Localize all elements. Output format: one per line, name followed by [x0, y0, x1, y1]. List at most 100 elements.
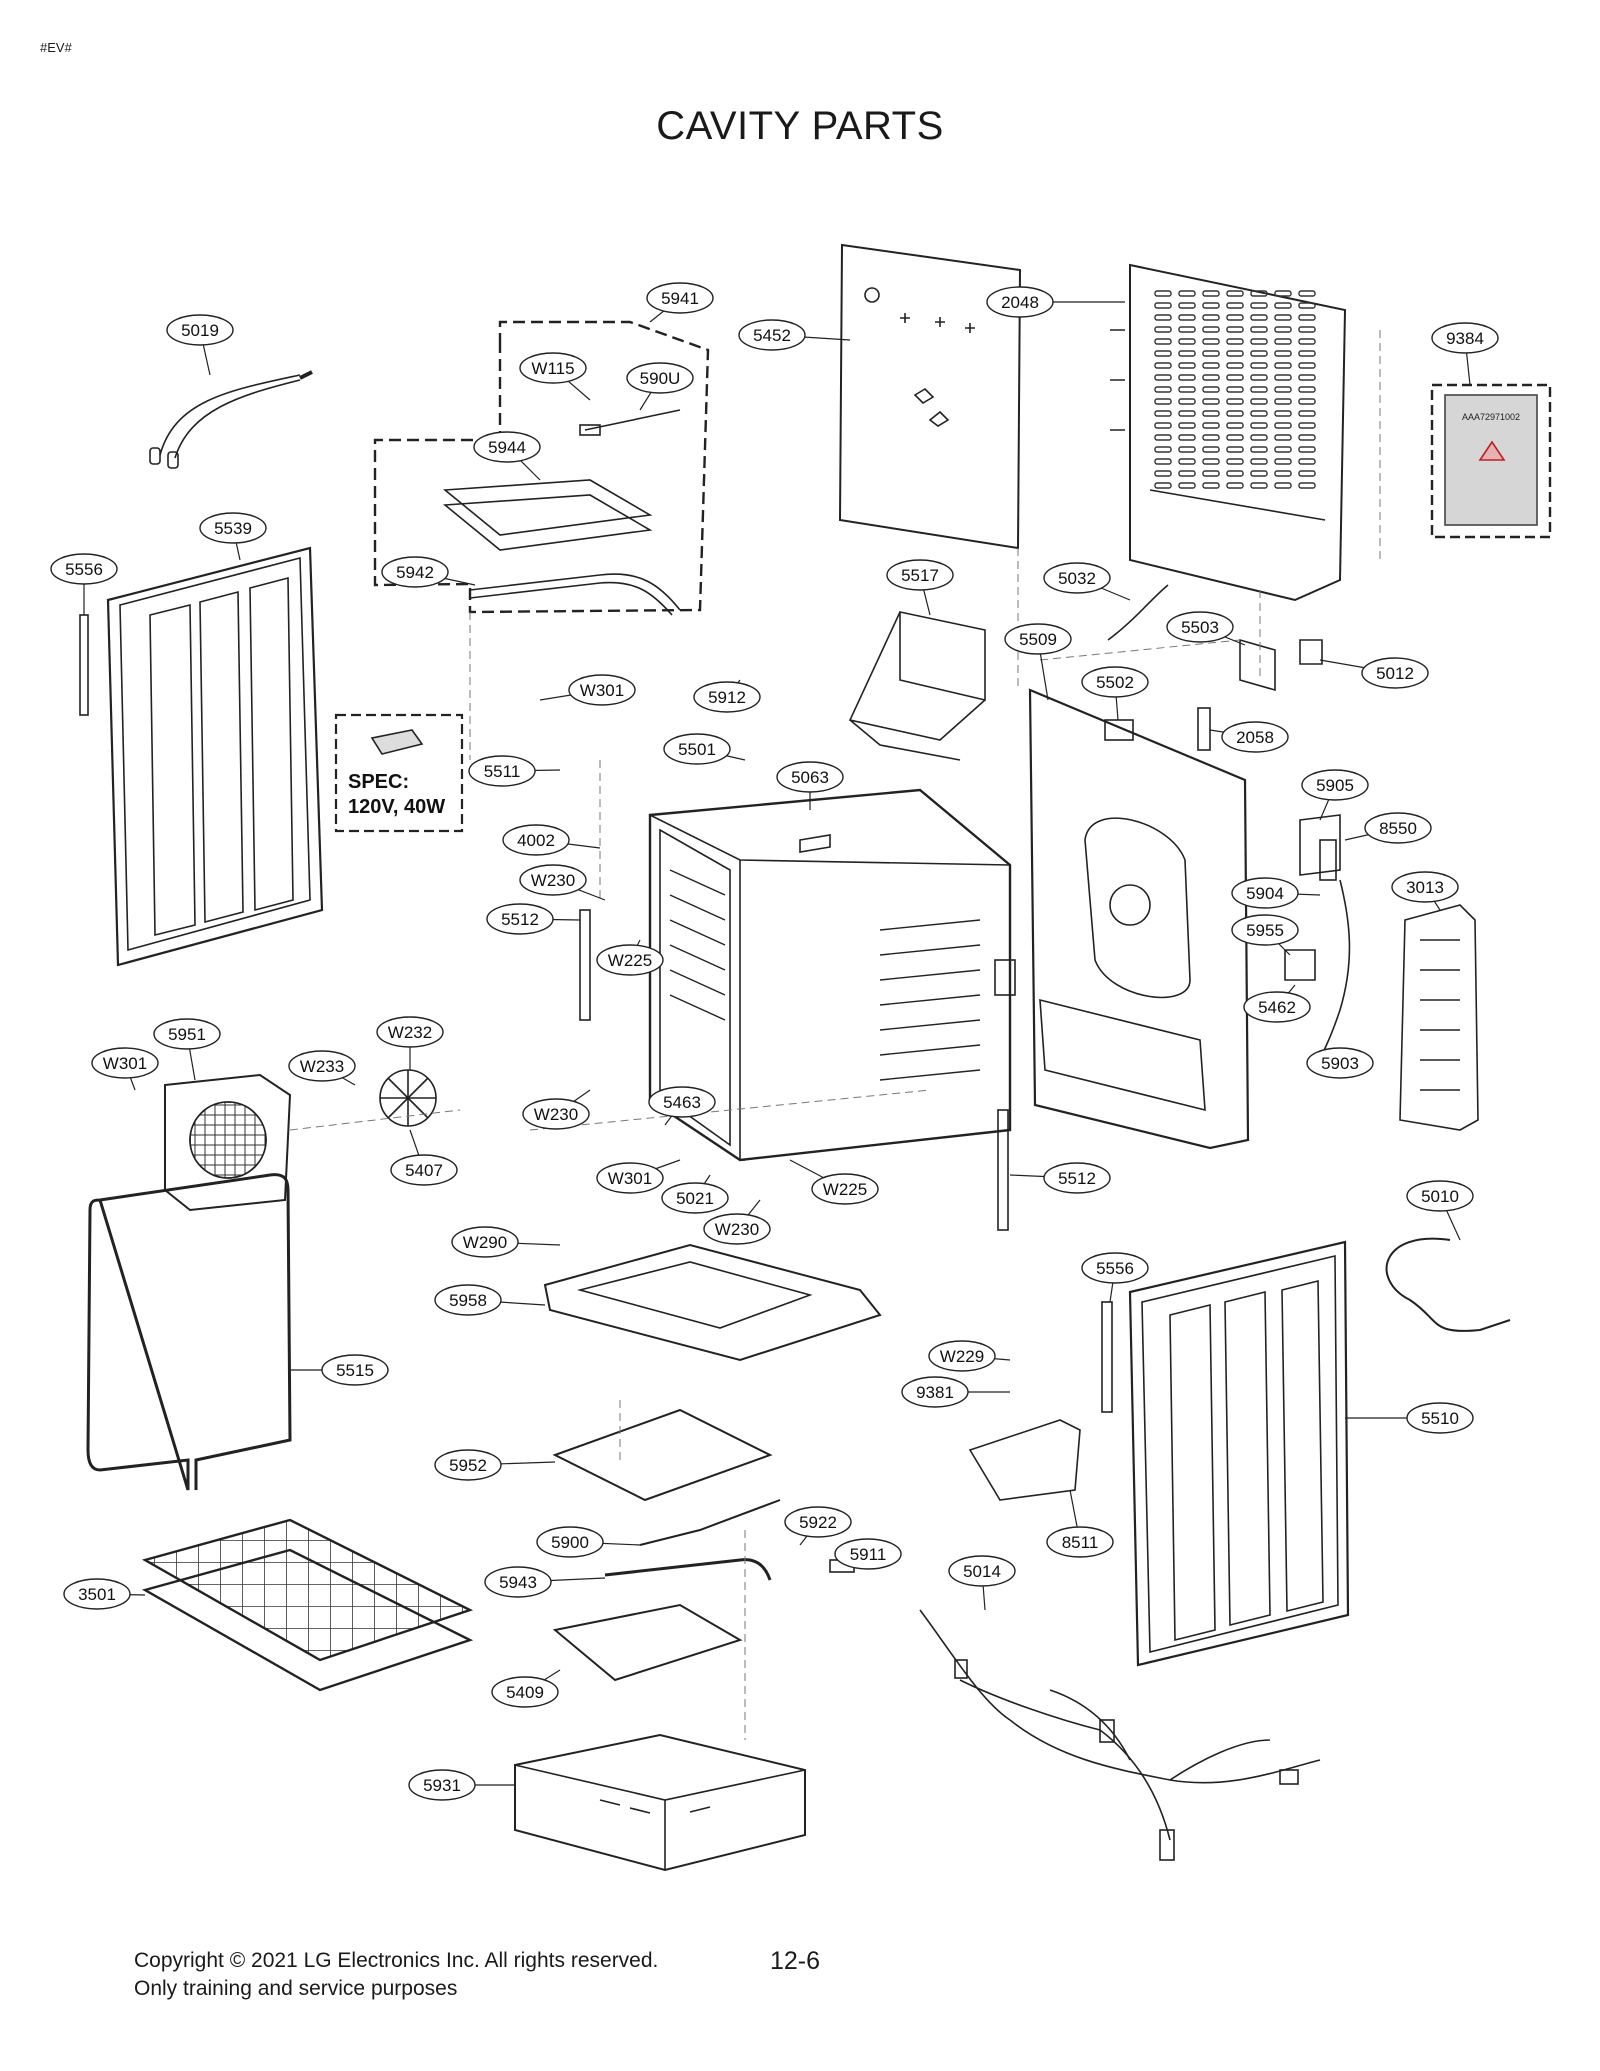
callout-bubble	[321, 1354, 389, 1386]
callout-w230: W230	[519, 864, 606, 901]
bake-element-5515	[86, 1173, 292, 1491]
spec-box-outline	[334, 713, 464, 833]
rear-cover-2048-part	[1110, 263, 1347, 602]
callout-5941: 5941	[646, 282, 714, 323]
assembly-guide-lines	[289, 330, 1381, 1740]
callout-bubble	[451, 1226, 519, 1258]
callout-bubble	[784, 1506, 852, 1538]
callout-label: 5517	[901, 566, 939, 585]
spec-line-2: 120V, 40W	[348, 796, 445, 818]
sensor-block	[579, 424, 601, 436]
burner-5943	[604, 1558, 772, 1581]
callout-bubble	[1221, 721, 1289, 753]
callout-2048: 2048	[986, 286, 1125, 318]
callout-5409: 5409	[491, 1669, 561, 1708]
callout-2058: 2058	[1209, 721, 1289, 753]
callout-bubble	[381, 556, 449, 588]
callout-label: 5922	[799, 1513, 837, 1532]
callout-bubble	[596, 1162, 664, 1194]
callout-bubble	[434, 1449, 502, 1481]
callout-label: 5958	[449, 1291, 487, 1310]
callout-label: 5032	[1058, 569, 1096, 588]
shield-5952	[552, 1408, 773, 1502]
duct-5517-part	[848, 611, 986, 761]
callout-label: 5556	[65, 560, 103, 579]
tray-5958	[543, 1243, 882, 1362]
rail-5512-left	[579, 909, 591, 1021]
wire-5032	[1107, 584, 1169, 641]
callout-label: 5010	[1421, 1187, 1459, 1206]
callout-label: 5900	[551, 1533, 589, 1552]
footer-copyright: Copyright © 2021 LG Electronics Inc. All…	[134, 1949, 659, 1972]
callout-label: 5012	[1376, 664, 1414, 683]
callout-bubble	[901, 1376, 969, 1408]
callout-5503: 5503	[1166, 611, 1246, 646]
callout-9381: 9381	[901, 1376, 1010, 1408]
callout-label: W230	[534, 1105, 578, 1124]
callout-label: 5014	[963, 1562, 1001, 1581]
callout-5407: 5407	[390, 1129, 458, 1186]
callout-label: 5912	[708, 688, 746, 707]
spec-line-1: SPEC:	[348, 771, 409, 793]
callout-bubble	[199, 512, 267, 544]
callout-bubble	[886, 559, 954, 591]
callout-5032: 5032	[1043, 562, 1131, 601]
page-title: CAVITY PARTS	[656, 104, 944, 148]
bracket-8511	[968, 1419, 1081, 1501]
callout-label: 5019	[181, 321, 219, 340]
callout-bubble	[1243, 991, 1311, 1023]
callout-label: 590U	[640, 369, 681, 388]
callout-bubble	[536, 1526, 604, 1558]
callout-label: 5452	[753, 326, 791, 345]
switch-5012	[1299, 639, 1323, 665]
callout-5556: 5556	[1081, 1252, 1149, 1303]
callout-bubble	[948, 1555, 1016, 1587]
callout-5539: 5539	[199, 512, 267, 561]
callout-5014: 5014	[948, 1555, 1016, 1611]
callout-8550: 8550	[1344, 812, 1432, 844]
callout-label: 5539	[214, 519, 252, 538]
callout-label: 5409	[506, 1683, 544, 1702]
igniter-5900	[639, 1499, 781, 1546]
callout-label: 5556	[1096, 1259, 1134, 1278]
callout-8511: 8511	[1046, 1489, 1114, 1558]
callout-5931: 5931	[408, 1769, 515, 1801]
footer-note: Only training and service purposes	[134, 1977, 458, 2000]
callout-label: 5515	[336, 1361, 374, 1380]
callout-5515: 5515	[290, 1354, 389, 1386]
callout-label: 5943	[499, 1573, 537, 1592]
callout-bubble	[519, 864, 587, 896]
callout-label: 2048	[1001, 293, 1039, 312]
callout-5501: 5501	[663, 733, 746, 765]
callout-label: 5942	[396, 563, 434, 582]
gasket-strip-left	[79, 614, 89, 716]
rail-5512-right	[997, 1109, 1009, 1231]
callout-bubble	[626, 362, 694, 394]
callout-5958: 5958	[434, 1284, 546, 1316]
callout-label: 5509	[1019, 630, 1057, 649]
callout-label: 2058	[1236, 728, 1274, 747]
callout-bubble	[648, 1086, 716, 1118]
callout-bubble	[166, 314, 234, 346]
callout-5951: 5951	[153, 1018, 221, 1081]
callout-w225: W225	[596, 939, 664, 976]
callout-bubble	[1364, 812, 1432, 844]
callout-label: 5512	[501, 910, 539, 929]
callout-5955: 5955	[1231, 914, 1299, 956]
callout-label: 3501	[78, 1585, 116, 1604]
door-panel-5510-part	[1128, 1240, 1350, 1667]
callout-w301: W301	[596, 1159, 681, 1194]
broil-heater-part	[442, 479, 681, 616]
callout-label: W115	[531, 359, 574, 378]
callout-5452: 5452	[738, 319, 851, 351]
callout-w230: W230	[522, 1089, 591, 1130]
callout-label: W225	[608, 951, 652, 970]
callout-5900: 5900	[536, 1526, 641, 1558]
callout-w115: W115	[519, 352, 591, 401]
callout-w290: W290	[451, 1226, 561, 1258]
convection-cover-part	[164, 1073, 292, 1212]
callout-label: 8511	[1062, 1533, 1099, 1552]
callout-bubble	[661, 1182, 729, 1214]
callout-label: 5904	[1246, 884, 1284, 903]
callout-label: W301	[608, 1169, 652, 1188]
